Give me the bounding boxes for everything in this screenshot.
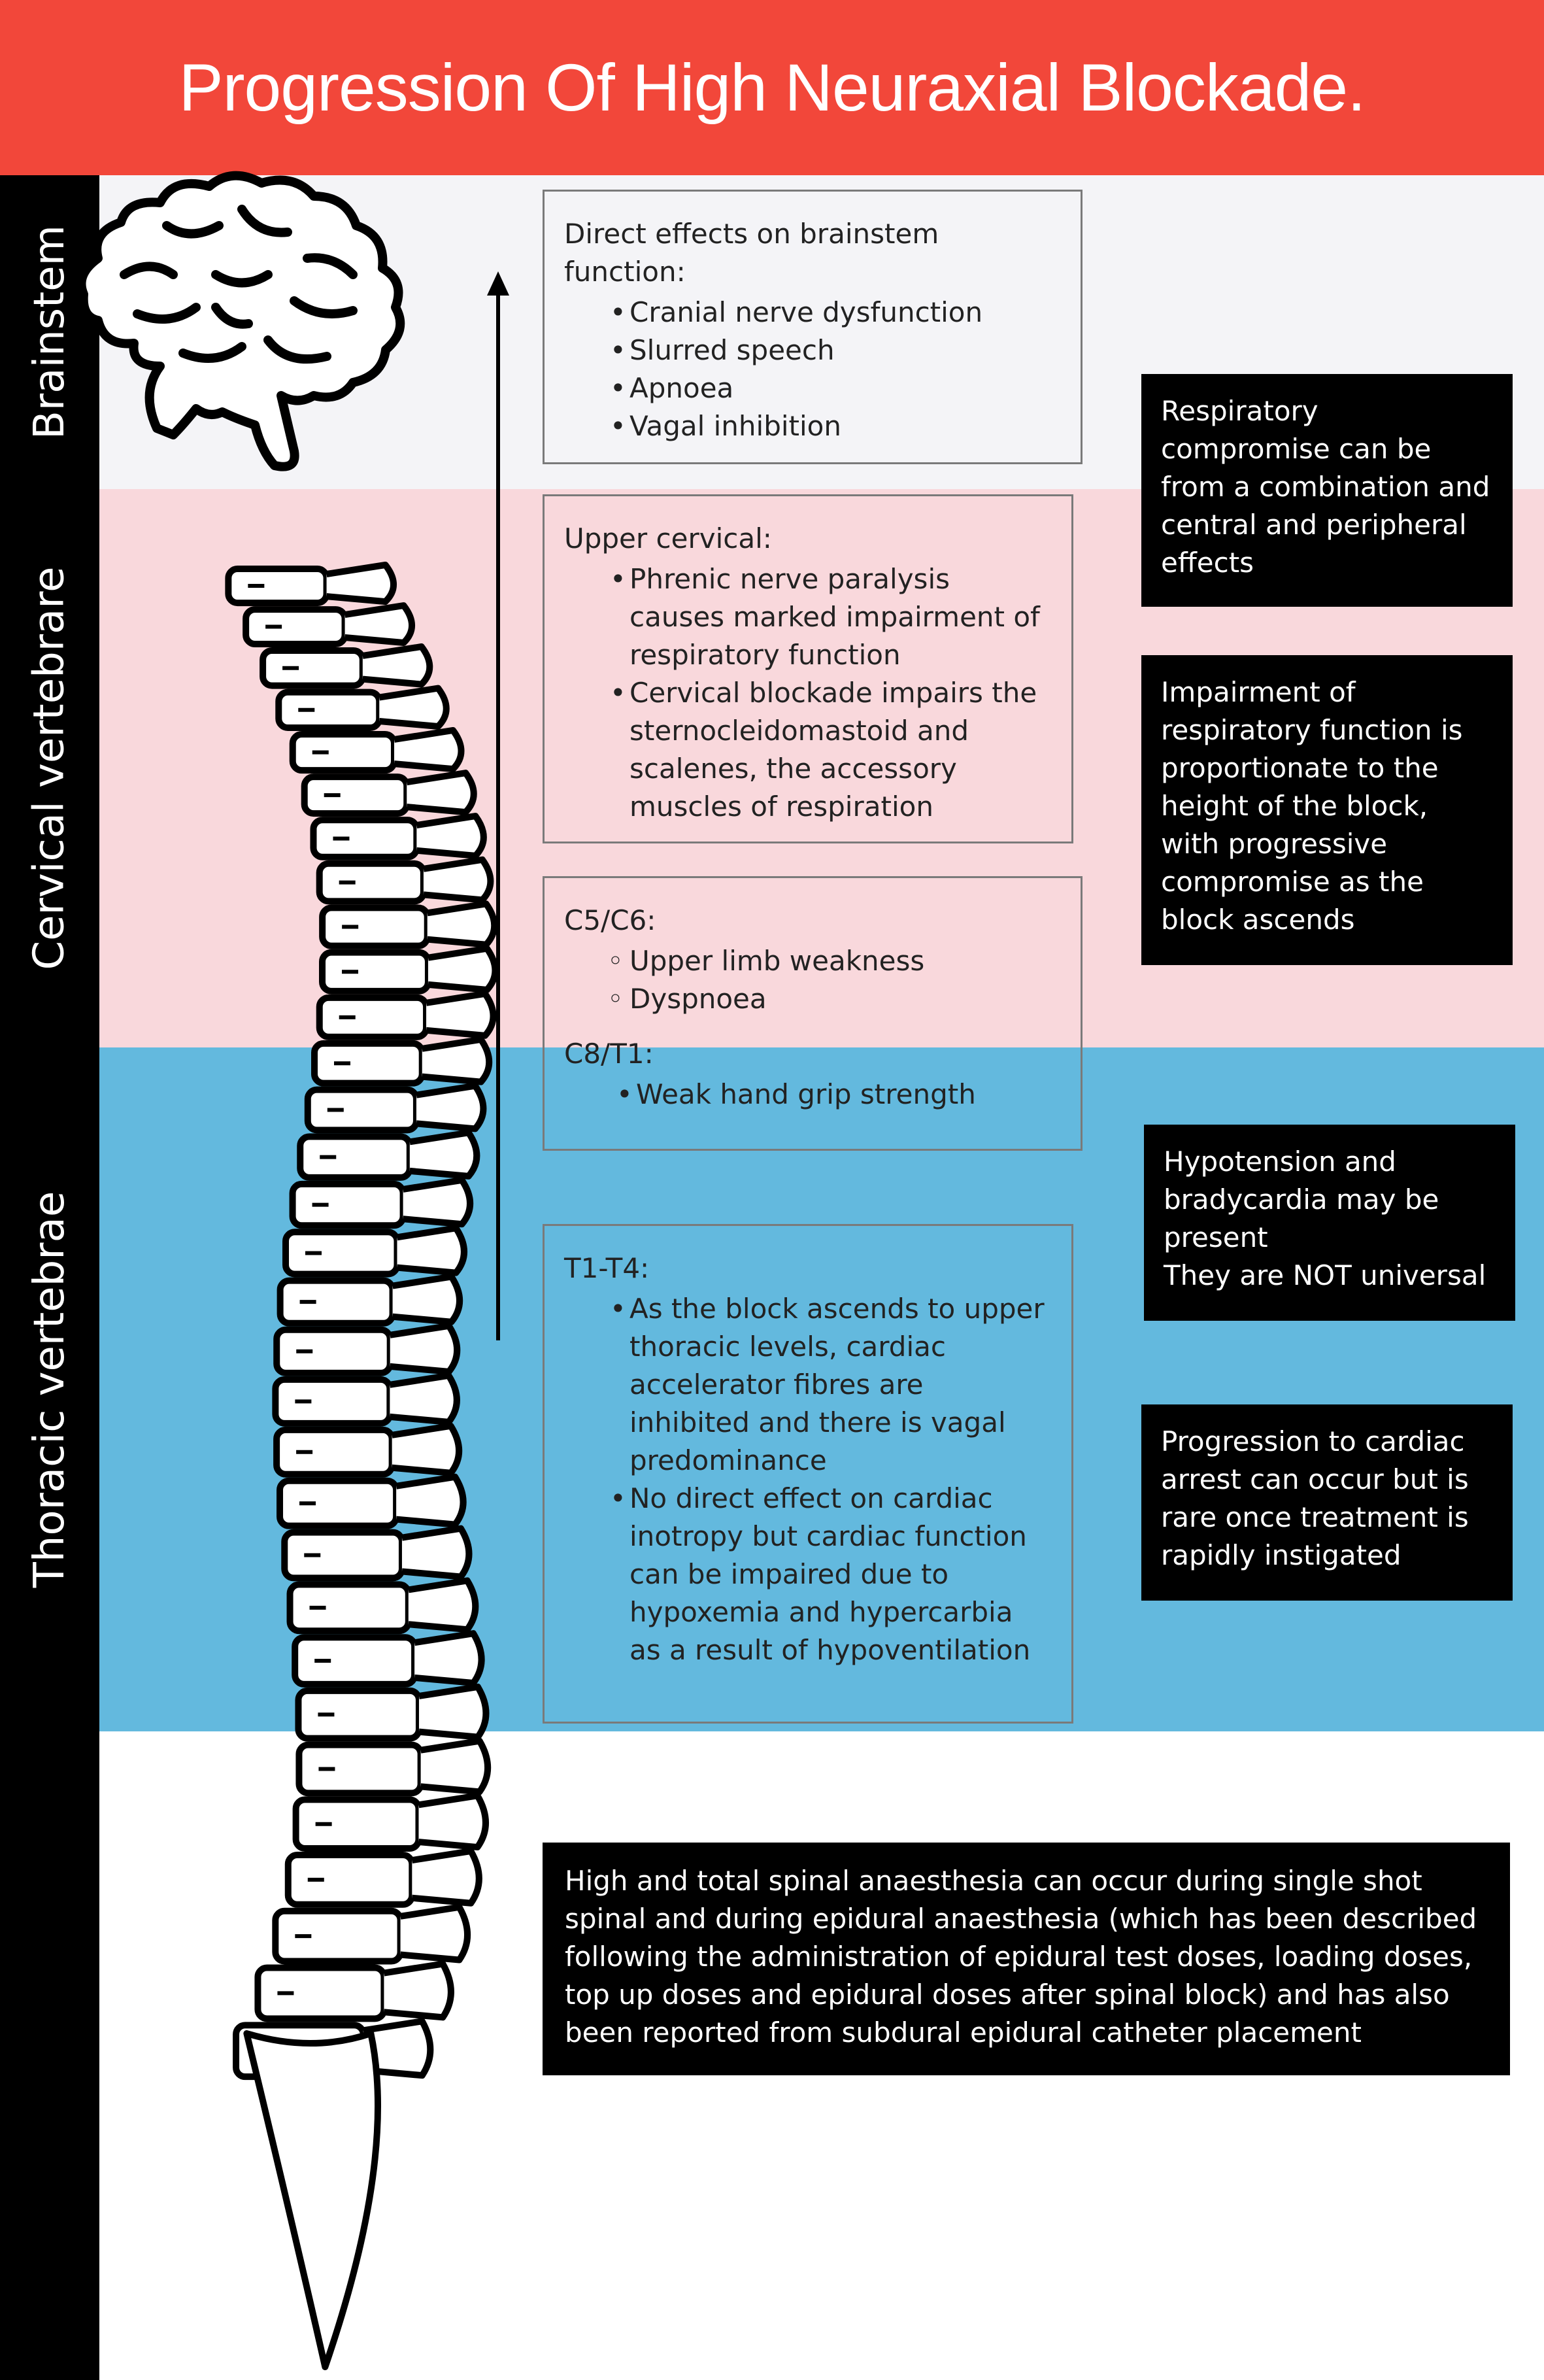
- vertebra-body: [292, 1634, 418, 1688]
- vertebra-body: [319, 904, 431, 949]
- brainstem-heading: Direct effects on brainstem function:: [564, 218, 939, 288]
- vertebra-process: [416, 813, 487, 859]
- vertebra-body: [225, 566, 330, 607]
- region-sidebar: [0, 175, 99, 2380]
- c8t1-heading: C8/T1:: [564, 1038, 654, 1070]
- vertebra-process: [411, 1848, 482, 1907]
- vertebra-body: [316, 994, 430, 1040]
- list-item: No direct effect on cardiac inotropy but…: [610, 1480, 1052, 1669]
- list-item: Upper limb weakness: [607, 942, 1061, 980]
- list-item: Phrenic nerve paralysis causes marked im…: [610, 560, 1052, 674]
- respiratory-note: Respiratory compromise can be from a com…: [1141, 374, 1513, 607]
- brain-icon: [76, 171, 405, 471]
- vertebra-body: [289, 1180, 407, 1229]
- c5c6-heading: C5/C6:: [564, 904, 656, 936]
- summary-note: High and total spinal anaesthesia can oc…: [543, 1843, 1510, 2075]
- vertebra-body: [260, 647, 366, 689]
- vertebra-body: [310, 817, 420, 860]
- vertebra-process: [395, 1473, 467, 1528]
- vertebra-body: [289, 730, 398, 774]
- vertebra-process: [402, 1176, 473, 1228]
- vertebra-process: [326, 562, 397, 605]
- vertebra-body: [243, 606, 348, 647]
- vertebra-process: [344, 602, 415, 646]
- vertebra-body: [304, 1086, 420, 1134]
- vertebra-process: [389, 1322, 461, 1375]
- vertebra-body: [277, 1277, 396, 1327]
- t1t4-heading: T1-T4:: [564, 1252, 650, 1284]
- vertebra-process: [389, 1372, 460, 1425]
- c5c6-c8t1-box: C5/C6: Upper limb weakness Dyspnoea C8/T…: [543, 876, 1082, 1151]
- list-item: Apnoea: [610, 369, 1061, 407]
- vertebra-process: [428, 945, 499, 993]
- list-item: Weak hand grip strength: [616, 1076, 1061, 1114]
- vertebra-body: [319, 949, 431, 994]
- vertebra-body: [295, 1687, 422, 1742]
- vertebra-process: [362, 643, 433, 688]
- vertebra-body: [273, 1426, 395, 1478]
- vertebra-body: [277, 1477, 400, 1529]
- cardiac-arrest-note: Progression to cardiac arrest can occur …: [1141, 1404, 1513, 1601]
- vertebra-process: [406, 770, 477, 816]
- vertebra-body: [282, 1229, 401, 1278]
- list-item: Cranial nerve dysfunction: [610, 294, 1061, 332]
- vertebra-process: [421, 1036, 493, 1085]
- spine-illustration: [225, 562, 499, 2370]
- header-bar: [0, 0, 1544, 175]
- vertebra-body: [272, 1376, 394, 1427]
- vertebra-process: [409, 1129, 480, 1180]
- coccyx: [243, 2030, 382, 2370]
- vertebra-body: [281, 1529, 405, 1582]
- vertebra-body: [301, 774, 411, 817]
- vertebra-process: [396, 1225, 467, 1276]
- vertebra-process: [363, 2018, 434, 2079]
- upper-cervical-heading: Upper cervical:: [564, 522, 772, 554]
- vertebra-body: [310, 1040, 426, 1087]
- vertebra-body: [316, 860, 427, 905]
- vertebra-body: [286, 1581, 412, 1635]
- vertebra-process: [392, 1273, 463, 1325]
- vertebra-process: [391, 1422, 463, 1476]
- vertebra-body: [292, 1796, 422, 1852]
- vertebra-body: [297, 1133, 413, 1181]
- list-item: Slurred speech: [610, 332, 1061, 369]
- vertebra-process: [418, 1792, 489, 1851]
- list-item: Cervical blockade impairs the sternoclei…: [610, 674, 1052, 826]
- impairment-note: Impairment of respiratory function is pr…: [1141, 655, 1513, 965]
- vertebra-body: [275, 688, 383, 731]
- ascending-arrow: [487, 271, 509, 1340]
- vertebra-body: [254, 1964, 388, 2022]
- vertebra-process: [426, 900, 498, 948]
- vertebra-process: [399, 1903, 471, 1964]
- page-title: Progression Of High Neuraxial Blockade.: [178, 50, 1366, 125]
- list-item: As the block ascends to upper thoracic l…: [610, 1290, 1052, 1480]
- vertebra-process: [383, 1960, 454, 2021]
- list-item: Dyspnoea: [607, 980, 1061, 1018]
- vertebra-process: [394, 726, 465, 773]
- vertebra-process: [408, 1577, 479, 1633]
- vertebra-process: [426, 990, 497, 1039]
- vertebra-process: [378, 685, 450, 730]
- t1t4-box: T1-T4: As the block ascends to upper tho…: [543, 1224, 1073, 1724]
- vertebra-process: [414, 1630, 485, 1686]
- list-item: Vagal inhibition: [610, 407, 1061, 445]
- vertebra-process: [420, 1737, 492, 1795]
- brainstem-effects-box: Direct effects on brainstem function: Cr…: [543, 190, 1082, 464]
- hypotension-line-1: Hypotension and bradycardia may be prese…: [1164, 1146, 1439, 1253]
- vertebra-process: [423, 856, 494, 904]
- vertebra-body: [284, 1852, 416, 1908]
- vertebra-process: [401, 1525, 473, 1580]
- upper-cervical-box: Upper cervical: Phrenic nerve paralysis …: [543, 494, 1073, 843]
- hypotension-line-2: They are NOT universal: [1164, 1259, 1486, 1291]
- vertebra-body: [295, 1741, 424, 1797]
- hypotension-note: Hypotension and bradycardia may be prese…: [1144, 1125, 1515, 1321]
- vertebra-process: [416, 1082, 487, 1132]
- vertebra-body: [272, 1907, 404, 1965]
- vertebra-process: [418, 1683, 490, 1741]
- vertebra-body: [273, 1326, 394, 1376]
